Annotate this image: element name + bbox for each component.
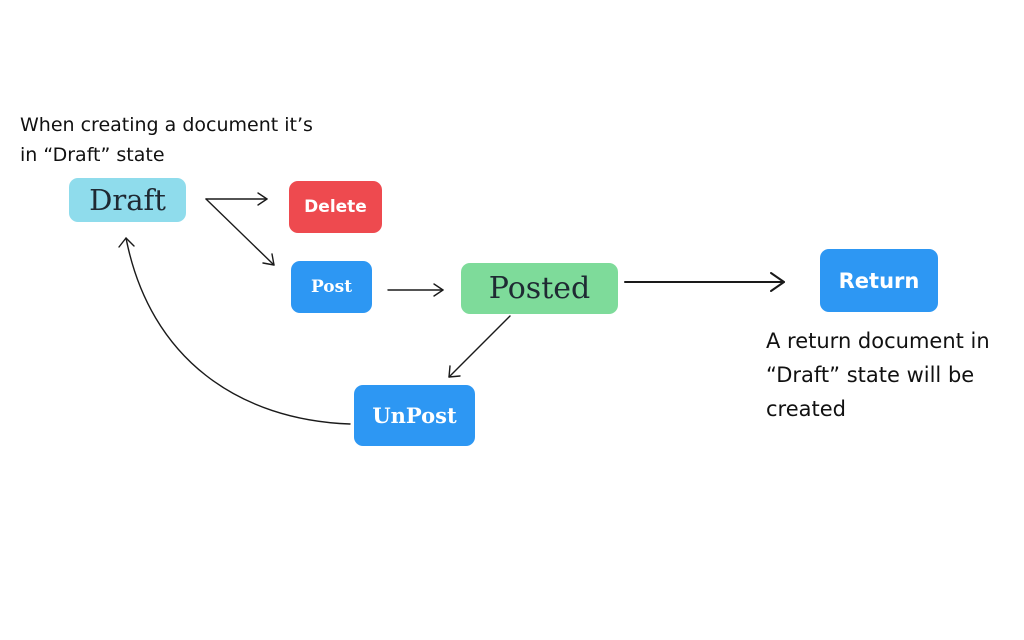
draft-node: Draft — [69, 178, 186, 222]
post-node-label: Post — [310, 277, 353, 297]
posted-node: Posted — [461, 263, 618, 314]
draft-note-line-1: When creating a document it’s — [20, 114, 313, 136]
delete-node-label: Delete — [304, 197, 367, 217]
posted-node-label: Posted — [488, 271, 591, 306]
arrowhead-unpost — [448, 365, 461, 378]
arrowhead-delete — [257, 192, 268, 206]
arrowhead-posted — [433, 283, 444, 297]
return-node-label: Return — [838, 268, 920, 293]
draft-state-note: When creating a document it’s in “Draft”… — [20, 110, 360, 170]
unpost-node[interactable]: UnPost — [354, 385, 475, 446]
draft-note-line-2: in “Draft” state — [20, 144, 165, 166]
arrowhead-draft — [118, 237, 135, 248]
delete-node[interactable]: Delete — [289, 181, 382, 233]
arrowhead-post — [262, 253, 275, 266]
edge-posted-to-unpost — [448, 315, 511, 378]
return-note-line-1: A return document in — [766, 329, 990, 353]
return-note-line-2: “Draft” state will be — [766, 363, 975, 387]
edge-draft-to-post — [205, 198, 275, 266]
edge-unpost-to-draft — [125, 237, 351, 425]
draft-node-label: Draft — [89, 183, 166, 217]
return-document-note: A return document in “Draft” state will … — [766, 324, 1016, 426]
return-node[interactable]: Return — [820, 249, 938, 312]
return-note-line-3: created — [766, 397, 846, 421]
unpost-node-label: UnPost — [372, 403, 457, 428]
post-node[interactable]: Post — [291, 261, 372, 313]
arrowhead-return — [770, 272, 785, 292]
